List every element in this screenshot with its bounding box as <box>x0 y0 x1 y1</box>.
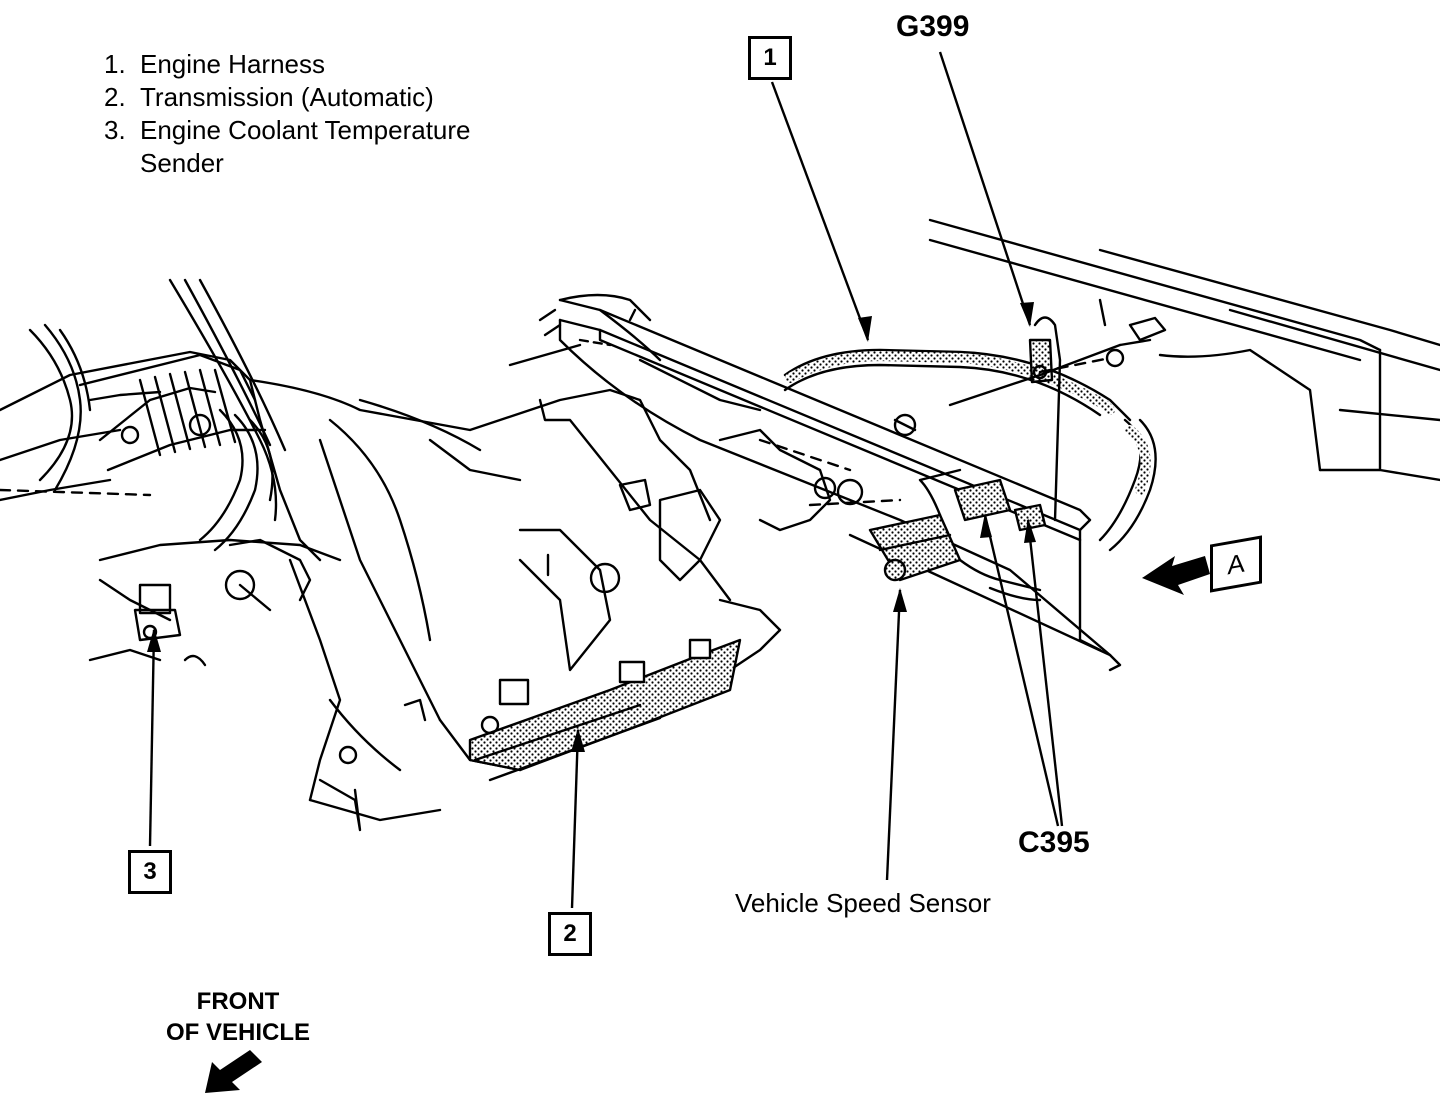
front-label-line-2: OF VEHICLE <box>165 1019 310 1046</box>
label-vehicle-speed-sensor: Vehicle Speed Sensor <box>735 888 991 918</box>
leader-c395-b <box>1026 519 1064 827</box>
oil-pan-top <box>78 353 257 402</box>
view-arrow-a <box>1142 556 1210 595</box>
leader-2 <box>570 729 580 909</box>
callout-box-3: 3 <box>128 850 172 894</box>
front-of-vehicle-label: FRONT OF VEHICLE <box>150 986 326 1048</box>
legend-number: 2. <box>104 82 126 112</box>
legend-text: Sender <box>140 148 224 178</box>
leader-1 <box>770 81 870 341</box>
leader-c395-a <box>983 514 1060 827</box>
leader-3 <box>148 629 156 847</box>
label-c395: C395 <box>1018 826 1090 859</box>
legend-item-1: 1. Engine Harness <box>104 48 471 81</box>
view-box-a: A <box>1210 535 1262 593</box>
engine-harness <box>783 348 1132 422</box>
legend-text: Engine Coolant Temperature <box>140 115 471 145</box>
callout-box-1: 1 <box>748 36 792 80</box>
legend-item-2: 2. Transmission (Automatic) <box>104 81 471 114</box>
legend-item-3: 3. Engine Coolant Temperature <box>104 114 471 147</box>
leader-g399 <box>938 51 1032 326</box>
legend-text: Engine Harness <box>140 49 325 79</box>
frame-rail <box>558 298 1092 532</box>
callout-box-2: 2 <box>548 912 592 956</box>
leader-vss <box>885 589 902 881</box>
transmission-case <box>248 378 712 522</box>
legend: 1. Engine Harness 2. Transmission (Autom… <box>104 48 471 180</box>
label-g399: G399 <box>896 10 970 43</box>
legend-text: Transmission (Automatic) <box>140 82 434 112</box>
legend-number: 3. <box>104 115 126 145</box>
front-label-line-1: FRONT <box>196 988 280 1015</box>
front-arrow <box>205 1050 262 1093</box>
legend-item-3-continued: Sender <box>104 147 471 180</box>
legend-number: 1. <box>104 49 126 79</box>
